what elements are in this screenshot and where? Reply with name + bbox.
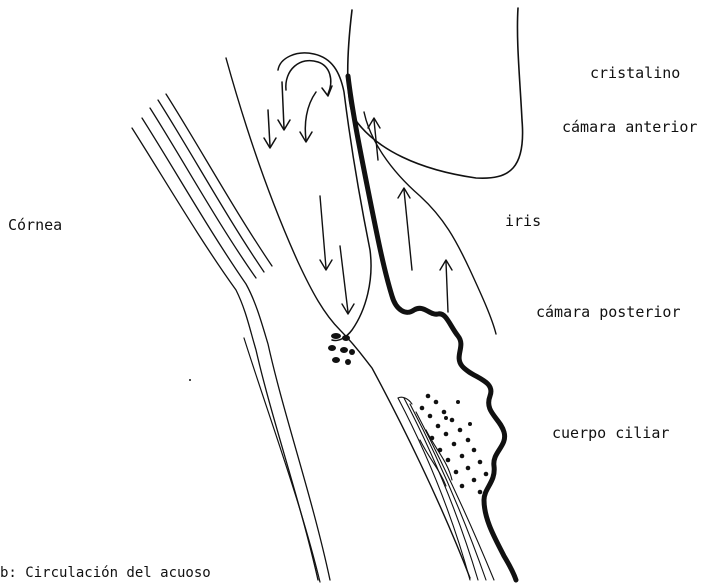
iris-thick [348,76,516,580]
figure-caption: b: Circulación del acuoso [0,566,211,580]
posterior-chamber-arrows [368,118,452,312]
top-loop-arrows [264,61,332,148]
iris-label: iris [505,214,541,229]
iris-anterior-surface [364,112,496,334]
posterior-chamber-label: cámara posterior [536,305,681,320]
stray-dot [189,379,191,381]
anterior-chamber-label: cámara anterior [562,120,697,135]
anterior-chamber-outline [278,53,371,341]
trabecular-dots [328,333,355,365]
lens-outline [348,8,523,178]
cornea-outer-lines [132,94,330,580]
cornea-inner-surface [226,58,470,578]
lens-label: cristalino [590,66,680,81]
cornea-label: Córnea [8,218,62,233]
ciliary-muscle-lines [398,397,494,580]
anterior-chamber-arrows [320,196,354,314]
ciliary-body-label: cuerpo ciliar [552,426,669,441]
cornea-inner-surface-2 [244,338,320,582]
